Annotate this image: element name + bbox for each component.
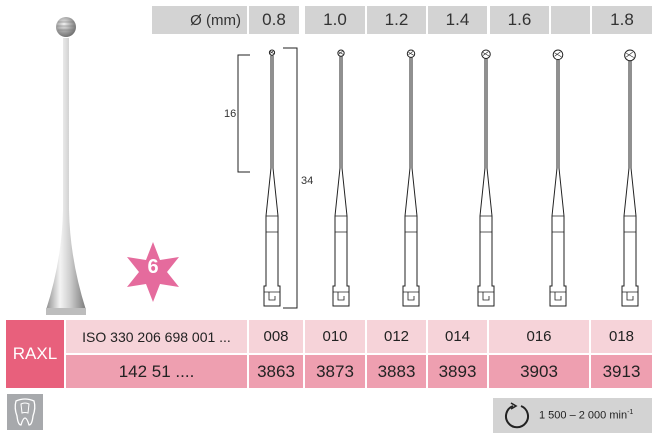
star-badge: [127, 242, 179, 302]
speed-unit-exponent: -1: [627, 409, 634, 417]
iso-suffix-cell: 010: [305, 320, 365, 353]
iso-suffix-cell: 014: [428, 320, 487, 353]
diameter-header-cell: 1.8: [592, 6, 652, 34]
speed-range: 1 500 – 2 000 min: [539, 409, 628, 422]
bur-line-drawing: [332, 49, 350, 307]
order-number-prefix: 142 51 ....: [66, 355, 247, 388]
bur-photo: [46, 17, 86, 315]
diameter-header-cell: 1.2: [367, 6, 426, 34]
dimension-total-length: 34: [301, 175, 314, 187]
diameter-header-cell: [551, 6, 590, 34]
iso-suffix-cell: 018: [591, 320, 652, 353]
product-code: RAXL: [6, 320, 64, 388]
tooth-icon: [7, 394, 43, 430]
order-number-cell: 3863: [249, 355, 303, 388]
order-number-cell: 3903: [489, 355, 589, 388]
bur-line-drawing: [263, 49, 281, 307]
order-number-cell: 3893: [428, 355, 487, 388]
bur-line-drawing: [477, 49, 495, 307]
order-number-cell: 3883: [367, 355, 426, 388]
iso-number-label: ISO 330 206 698 001 ...: [66, 320, 247, 353]
bur-drawings: [237, 47, 639, 309]
diameter-header-cell: 1.6: [490, 6, 549, 34]
order-number-cell: 3913: [591, 355, 652, 388]
rotation-icon: [505, 402, 529, 429]
iso-suffix-cell: 016: [489, 320, 589, 353]
dimension-head-length: 16: [224, 108, 237, 120]
bur-line-drawing: [402, 49, 420, 307]
star-badge-number: 6: [147, 256, 159, 278]
diameter-header-cell: 1.4: [428, 6, 487, 34]
diameter-header-cell: 1.0: [305, 6, 365, 34]
order-number-cell: 3873: [305, 355, 365, 388]
diameter-header-cell: 0.8: [249, 6, 299, 34]
bur-line-drawing: [549, 49, 567, 307]
iso-suffix-cell: 012: [367, 320, 426, 353]
diameter-header-label: Ø (mm): [152, 6, 247, 34]
speed-info: 1 500 – 2 000 min-1: [493, 398, 652, 433]
iso-suffix-cell: 008: [249, 320, 303, 353]
bur-line-drawing: [621, 49, 639, 307]
